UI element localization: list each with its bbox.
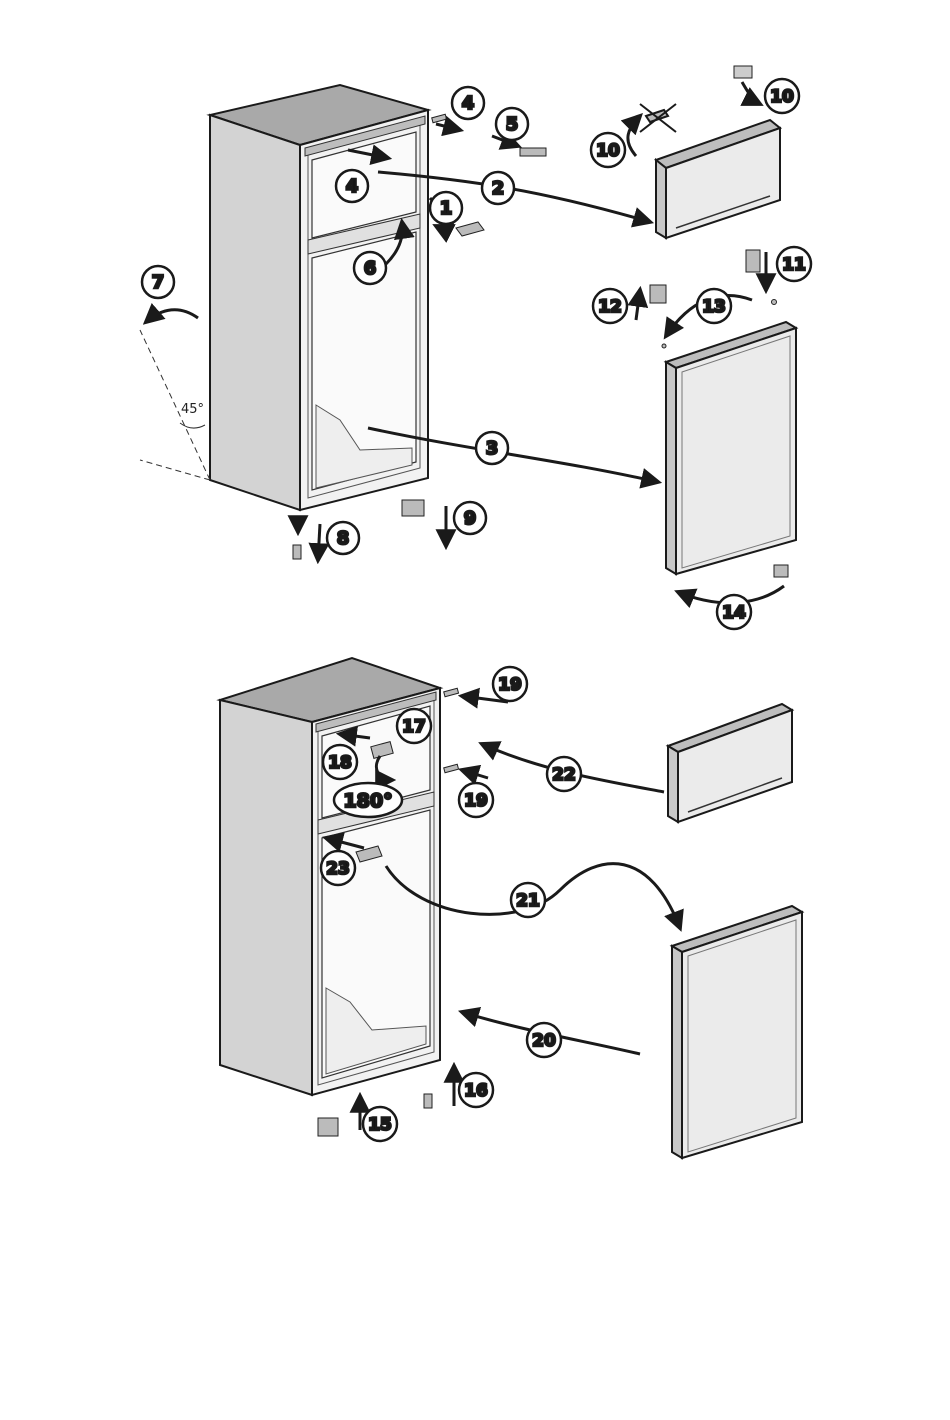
step-callout-s10b: 10: [765, 79, 799, 113]
step-callout-s1: 1: [430, 192, 462, 224]
step-callout-s3: 3: [476, 432, 508, 464]
step-number: 9: [464, 508, 477, 529]
step-number: 19: [464, 791, 488, 811]
step-callout-s4b: 4: [336, 170, 368, 202]
step-callout-s2: 2: [482, 172, 514, 204]
step-number: 2: [492, 178, 505, 199]
step-callout-s13: 13: [697, 289, 731, 323]
fridge-cabinet-top: [210, 85, 428, 510]
rotation-callout: 180°: [334, 783, 402, 817]
step-number: 18: [328, 753, 352, 773]
step-number: 8: [337, 528, 350, 549]
step-callout-s8: 8: [327, 522, 359, 554]
freezer-door-top: [656, 120, 780, 238]
step-number: 23: [326, 859, 350, 879]
step-number: 15: [368, 1115, 392, 1135]
step-callout-s17: 17: [397, 709, 431, 743]
step-number: 20: [532, 1031, 556, 1051]
step-number: 22: [552, 765, 576, 785]
step-number: 1: [440, 198, 453, 219]
step-number: 16: [464, 1081, 488, 1101]
step-callout-s23: 23: [321, 851, 355, 885]
rotation-label: 180°: [343, 790, 392, 812]
freezer-door-bottom: [668, 704, 792, 822]
step-callout-s11: 11: [777, 247, 811, 281]
step-number: 6: [364, 258, 377, 279]
step-callout-s9: 9: [454, 502, 486, 534]
step-number: 4: [462, 93, 475, 114]
step-callout-s20: 20: [527, 1023, 561, 1057]
step-callout-s6: 6: [354, 252, 386, 284]
step-number: 11: [782, 255, 806, 275]
step-number: 21: [516, 891, 540, 911]
step-callout-s15: 15: [363, 1107, 397, 1141]
fridge-door-bottom: [672, 906, 802, 1158]
step-callout-s5: 5: [496, 108, 528, 140]
step-number: 10: [770, 87, 794, 107]
step-callout-s22: 22: [547, 757, 581, 791]
hinge-cap-part: [734, 66, 752, 78]
step-number: 10: [596, 141, 620, 161]
step-callout-s19b: 19: [459, 783, 493, 817]
fridge-door-top: [666, 322, 796, 574]
step-callout-s7: 7: [142, 266, 174, 298]
step-callout-s21: 21: [511, 883, 545, 917]
crossed-part-icon: [640, 104, 676, 132]
angle-label: 45°: [181, 402, 204, 417]
step-callout-s12: 12: [593, 289, 627, 323]
step-number: 3: [486, 438, 499, 459]
step-callout-s16: 16: [459, 1073, 493, 1107]
step-number: 12: [598, 297, 622, 317]
step-number: 19: [498, 675, 522, 695]
step-callout-s14: 14: [717, 595, 751, 629]
step-callout-s10a: 10: [591, 133, 625, 167]
step-number: 14: [722, 603, 746, 623]
step-number: 4: [346, 176, 359, 197]
step-number: 13: [702, 297, 726, 317]
step-number: 17: [402, 717, 426, 737]
step-callout-s19a: 19: [493, 667, 527, 701]
step-callout-s4a: 4: [452, 87, 484, 119]
step-number: 7: [152, 272, 165, 293]
step-number: 5: [506, 114, 519, 135]
step-callout-s18: 18: [323, 745, 357, 779]
